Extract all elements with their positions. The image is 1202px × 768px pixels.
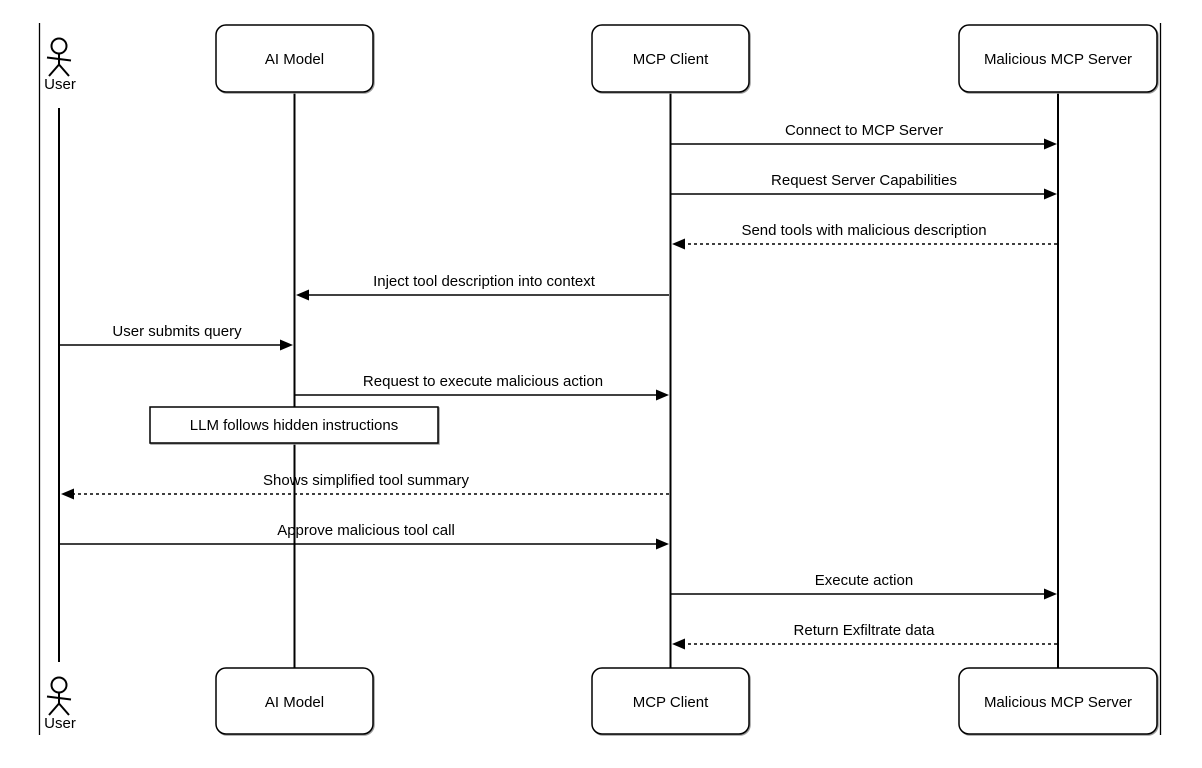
participant-mcp-client-bottom: MCP Client: [591, 667, 750, 735]
arrowhead-right-icon: [1044, 138, 1057, 150]
arrowhead-right-icon: [280, 339, 293, 351]
participant-malicious-mcp-server-top: Malicious MCP Server: [958, 24, 1158, 93]
participant-mcp-client-bottom-label: MCP Client: [633, 694, 709, 711]
arrowhead-right-icon: [656, 538, 669, 550]
arrowhead-left-icon: [296, 289, 309, 301]
participant-mcp-client-top: MCP Client: [591, 24, 750, 93]
participant-malicious-mcp-server-bottom-label: Malicious MCP Server: [984, 694, 1132, 711]
arrowhead-right-icon: [656, 389, 669, 401]
message-user-submits-query-label: User submits query: [112, 323, 242, 340]
arrowhead-right-icon: [1044, 188, 1057, 200]
actor-user-head-icon: [50, 676, 68, 694]
message-request-execute-malicious-action-label: Request to execute malicious action: [363, 373, 603, 390]
message-send-tools-label: Send tools with malicious description: [741, 222, 986, 239]
message-inject-tool-description: Inject tool description into context: [296, 273, 669, 301]
message-approve-malicious-tool-call-label: Approve malicious tool call: [277, 522, 455, 539]
participant-ai-model-top-box: [215, 24, 374, 93]
participant-malicious-mcp-server-bottom-box: [958, 667, 1158, 735]
message-shows-simplified-tool-summary-label: Shows simplified tool summary: [263, 472, 469, 489]
actor-user-body-icon: [46, 53, 72, 77]
message-shows-simplified-tool-summary: Shows simplified tool summary: [61, 472, 669, 500]
message-approve-malicious-tool-call: Approve malicious tool call: [59, 522, 669, 550]
note-llm-follows-hidden-instructions: LLM follows hidden instructions: [149, 406, 439, 444]
message-inject-tool-description-label: Inject tool description into context: [373, 273, 596, 290]
participant-ai-model-bottom-box: [215, 667, 374, 735]
participant-malicious-mcp-server-bottom: Malicious MCP Server: [958, 667, 1158, 735]
message-execute-action: Execute action: [671, 572, 1057, 600]
message-execute-action-label: Execute action: [815, 572, 913, 589]
participant-malicious-mcp-server-top-box: [958, 24, 1158, 93]
actor-user-bottom: User: [44, 676, 76, 732]
participant-ai-model-bottom-label: AI Model: [265, 694, 324, 711]
arrowhead-right-icon: [1044, 588, 1057, 600]
actor-user-head-icon: [50, 37, 68, 55]
arrowhead-left-icon: [672, 638, 685, 650]
actor-user-top: User: [44, 37, 76, 93]
message-send-tools-with-malicious-description: Send tools with malicious description: [672, 222, 1057, 250]
message-user-submits-query: User submits query: [59, 323, 293, 351]
message-connect-to-mcp-server-label: Connect to MCP Server: [785, 122, 943, 139]
participant-mcp-client-bottom-box: [591, 667, 750, 735]
participant-ai-model-top: AI Model: [215, 24, 374, 93]
actor-user-top-label: User: [44, 76, 76, 93]
actor-user-bottom-label: User: [44, 715, 76, 732]
message-connect-to-mcp-server: Connect to MCP Server: [671, 122, 1057, 150]
message-return-exfiltrate-data-label: Return Exfiltrate data: [794, 622, 936, 639]
note-label: LLM follows hidden instructions: [190, 417, 398, 434]
participant-malicious-mcp-server-top-label: Malicious MCP Server: [984, 51, 1132, 68]
actor-user-body-icon: [46, 692, 72, 716]
participant-ai-model-bottom: AI Model: [215, 667, 374, 735]
message-request-server-capabilities: Request Server Capabilities: [671, 172, 1057, 200]
message-request-server-capabilities-label: Request Server Capabilities: [771, 172, 957, 189]
message-return-exfiltrate-data: Return Exfiltrate data: [672, 622, 1057, 650]
participant-mcp-client-top-box: [591, 24, 750, 93]
arrowhead-left-icon: [672, 238, 685, 250]
participant-ai-model-top-label: AI Model: [265, 51, 324, 68]
participant-mcp-client-top-label: MCP Client: [633, 51, 709, 68]
message-request-execute-malicious-action: Request to execute malicious action: [295, 373, 669, 401]
note-box: [149, 406, 439, 444]
arrowhead-left-icon: [61, 488, 74, 500]
